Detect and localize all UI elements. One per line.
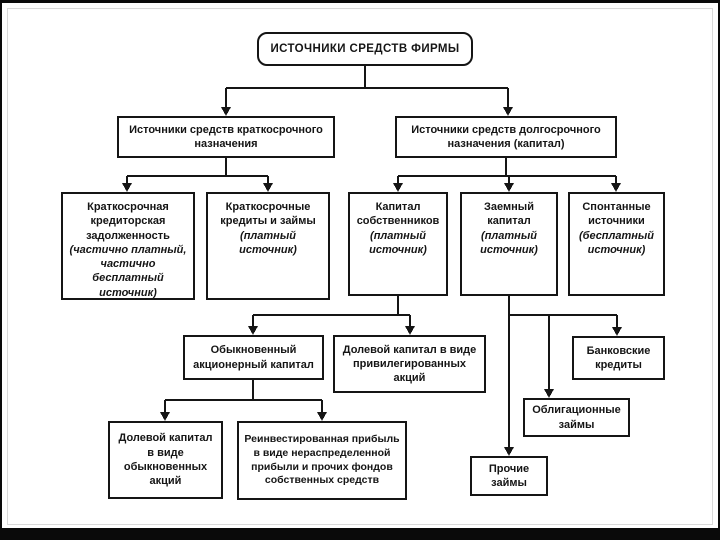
node-bank-loans: Банковские кредиты [572, 336, 665, 380]
node-note: (частично платный, частично бесплатный и… [69, 243, 187, 299]
node-preferred-equity: Долевой капитал в виде привилегированных… [333, 335, 486, 393]
node-spontaneous-sources: Спонтанные источники (бесплатный источни… [568, 192, 665, 296]
node-title: Обыкновенный акционерный капитал [193, 344, 314, 371]
node-title: Банковские кредиты [586, 344, 651, 371]
node-title: ИСТОЧНИКИ СРЕДСТВ ФИРМЫ [270, 42, 460, 55]
node-title: Облигационные займы [532, 404, 621, 431]
node-title: Источники средств краткосрочного назначе… [129, 123, 323, 150]
node-note: (платный источник) [369, 229, 427, 256]
node-ordinary-shares-equity: Долевой капитал в виде обыкновенных акци… [108, 421, 223, 499]
node-title: Капитал собственников [356, 201, 440, 228]
node-title: Спонтанные источники [582, 201, 651, 228]
node-long-term-sources: Источники средств долгосрочного назначен… [395, 116, 617, 158]
node-bond-loans: Облигационные займы [523, 398, 630, 437]
node-title: Долевой капитал в виде обыкновенных акци… [118, 432, 213, 488]
node-title: Заемный капитал [484, 201, 534, 228]
node-payables: Краткосрочная кредиторская задолженность… [61, 192, 195, 300]
node-note: (бесплатный источник) [578, 229, 655, 256]
node-title: Краткосрочные кредиты и займы [220, 201, 316, 228]
node-other-loans: Прочие займы [470, 456, 548, 496]
node-reinvested-profit: Реинвестированная прибыль в виде нераспр… [237, 421, 407, 500]
node-borrowed-capital: Заемный капитал (платный источник) [460, 192, 558, 296]
node-title: Источники средств долгосрочного назначен… [411, 123, 601, 150]
node-note: (платный источник) [239, 229, 297, 256]
node-note: (платный источник) [480, 229, 538, 256]
node-short-term-sources: Источники средств краткосрочного назначе… [117, 116, 335, 158]
node-title: Реинвестированная прибыль в виде нераспр… [244, 433, 400, 487]
node-title: Краткосрочная кредиторская задолженность [86, 201, 170, 242]
node-owners-capital: Капитал собственников (платный источник) [348, 192, 448, 296]
arrowheads [122, 107, 622, 456]
node-ordinary-equity: Обыкновенный акционерный капитал [183, 335, 324, 380]
node-short-loans: Краткосрочные кредиты и займы (платный и… [206, 192, 330, 300]
node-title: Долевой капитал в виде привилегированных… [342, 343, 477, 385]
node-title: Прочие займы [488, 462, 530, 489]
node-root-sources: ИСТОЧНИКИ СРЕДСТВ ФИРМЫ [257, 32, 473, 66]
